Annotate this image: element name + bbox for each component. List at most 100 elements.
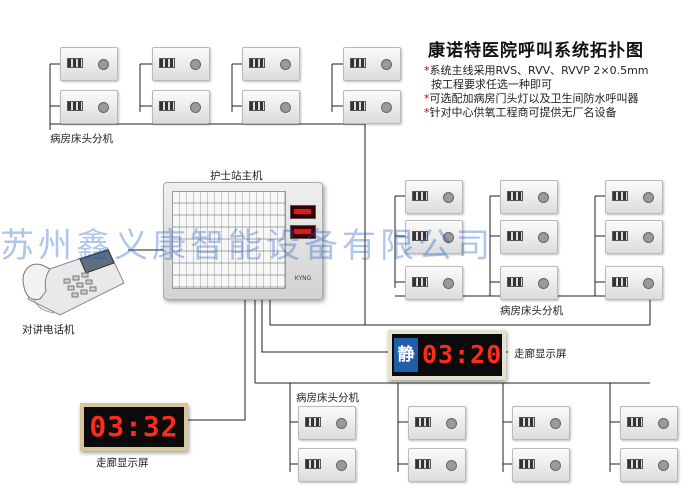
- bedside-unit: [60, 90, 118, 124]
- bedside-unit: [620, 448, 678, 482]
- bedside-unit: [605, 220, 663, 254]
- key-icon: [507, 191, 523, 201]
- call-button-icon: [643, 192, 654, 203]
- bedside-unit: [512, 406, 570, 440]
- bedside-unit: [620, 406, 678, 440]
- key-icon: [159, 58, 175, 68]
- bedside-unit: [605, 180, 663, 214]
- call-button-icon: [550, 418, 561, 429]
- nurse-station-console: KYNG: [163, 182, 323, 300]
- key-icon: [305, 417, 321, 427]
- note-text: 按工程要求任选一种即可: [431, 78, 552, 91]
- key-icon: [249, 58, 265, 68]
- call-button-icon: [550, 460, 561, 471]
- bedside-unit: [343, 47, 401, 81]
- call-button-icon: [280, 59, 291, 70]
- watermark: 苏州鑫义康智能设备有限公司: [0, 226, 494, 266]
- call-button-icon: [381, 59, 392, 70]
- key-icon: [67, 101, 83, 111]
- note-text: 系统主线采用RVS、RVV、RVVP 2×0.5mm: [429, 64, 649, 77]
- bedside-unit: [500, 266, 558, 300]
- bedside-unit: [152, 47, 210, 81]
- call-button-icon: [190, 102, 201, 113]
- call-button-icon: [443, 192, 454, 203]
- key-icon: [412, 277, 428, 287]
- diagram-title: 康诺特医院呼叫系统拓扑图: [428, 41, 644, 61]
- notes: *系统主线采用RVS、RVV、RVVP 2×0.5mm 按工程要求任选一种即可 …: [424, 64, 696, 120]
- call-button-icon: [538, 192, 549, 203]
- bedside-unit: [408, 406, 466, 440]
- note-line: *针对中心供氧工程商可提供无厂名设备: [424, 106, 696, 120]
- call-button-icon: [446, 418, 457, 429]
- key-icon: [612, 277, 628, 287]
- key-icon: [415, 417, 431, 427]
- nurse-station-label: 护士站主机: [210, 170, 263, 182]
- display-time: 03:32: [89, 410, 179, 443]
- call-button-icon: [381, 102, 392, 113]
- key-icon: [159, 101, 175, 111]
- call-button-icon: [336, 418, 347, 429]
- bedside-unit: [152, 90, 210, 124]
- key-icon: [305, 459, 321, 469]
- key-icon: [519, 417, 535, 427]
- key-icon: [415, 459, 431, 469]
- key-icon: [507, 231, 523, 241]
- call-button-icon: [443, 278, 454, 289]
- call-button-icon: [658, 460, 669, 471]
- led-display-icon: [290, 225, 316, 239]
- call-button-icon: [190, 59, 201, 70]
- bedside-label-right: 病房床头分机: [500, 305, 563, 317]
- corridor-display-label-right: 走廊显示屏: [514, 348, 567, 360]
- call-panel-grid: [172, 191, 286, 289]
- quiet-badge: 静: [394, 338, 418, 372]
- key-icon: [412, 191, 428, 201]
- key-icon: [627, 459, 643, 469]
- bedside-unit: [500, 180, 558, 214]
- note-line: *可选配加病房门头灯以及卫生间防水呼叫器: [424, 92, 696, 106]
- bedside-unit: [242, 47, 300, 81]
- call-button-icon: [538, 278, 549, 289]
- note-line: 按工程要求任选一种即可: [424, 78, 696, 92]
- bedside-unit: [298, 448, 356, 482]
- call-button-icon: [98, 59, 109, 70]
- bedside-unit: [405, 220, 463, 254]
- key-icon: [412, 231, 428, 241]
- call-button-icon: [336, 460, 347, 471]
- console-brand: KYNG: [294, 275, 312, 282]
- key-icon: [507, 277, 523, 287]
- call-button-icon: [643, 278, 654, 289]
- corridor-display-right: 静 03:20: [388, 330, 506, 380]
- bedside-unit: [405, 180, 463, 214]
- display-time: 03:20: [422, 340, 503, 369]
- bedside-unit: [60, 47, 118, 81]
- call-button-icon: [658, 418, 669, 429]
- bedside-unit: [242, 90, 300, 124]
- intercom-phone-label: 对讲电话机: [22, 324, 75, 336]
- bedside-unit: [512, 448, 570, 482]
- note-mark: *: [424, 92, 430, 105]
- note-mark: *: [424, 106, 430, 119]
- corridor-display-label-left: 走廊显示屏: [96, 457, 149, 469]
- bedside-label-bottom: 病房床头分机: [296, 392, 359, 404]
- bedside-unit: [605, 266, 663, 300]
- led-display-icon: [290, 205, 316, 219]
- key-icon: [612, 191, 628, 201]
- note-mark: *: [424, 64, 430, 77]
- note-text: 针对中心供氧工程商可提供无厂名设备: [429, 106, 617, 119]
- bedside-unit: [298, 406, 356, 440]
- bedside-unit: [408, 448, 466, 482]
- bedside-unit: [343, 90, 401, 124]
- key-icon: [350, 101, 366, 111]
- call-button-icon: [98, 102, 109, 113]
- call-button-icon: [538, 232, 549, 243]
- bedside-unit: [405, 266, 463, 300]
- key-icon: [627, 417, 643, 427]
- bedside-label-top: 病房床头分机: [50, 133, 113, 145]
- key-icon: [350, 58, 366, 68]
- key-icon: [612, 231, 628, 241]
- call-button-icon: [280, 102, 291, 113]
- call-button-icon: [643, 232, 654, 243]
- key-icon: [519, 459, 535, 469]
- call-button-icon: [443, 232, 454, 243]
